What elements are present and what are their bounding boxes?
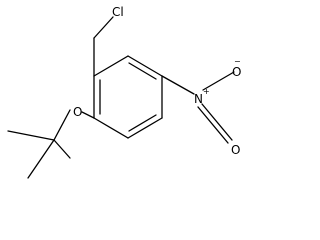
nitro-oxygen-top-label: O (232, 65, 241, 79)
tert-butoxy-group: O (7, 105, 95, 179)
nitro-nitrogen-charge: + (203, 87, 210, 96)
ring-bond-c3-c4 (127, 117, 163, 139)
nitro-nitrogen-label: N (194, 92, 203, 106)
nitro-oxygen-bottom-label: O (231, 143, 240, 157)
bond-tbu-methyl-right (53, 139, 71, 159)
chlorine-atom-label: Cl (112, 5, 124, 19)
bond-ring-oxygen (81, 111, 95, 119)
bond-nitrogen-oxygen-bottom-b (197, 106, 229, 144)
chloromethyl-group: Cl (93, 5, 124, 77)
bond-nitrogen-oxygen-top (202, 71, 235, 91)
bond-tbu-methyl-left (7, 130, 55, 141)
bond-oxygen-quaternary-carbon (53, 109, 71, 141)
bond-tbu-methyl-bottom (27, 139, 55, 179)
ring-double-bond-c3-c4 (128, 114, 157, 132)
ring-bond-c1-c2 (127, 55, 163, 77)
bond-ch2-cl (93, 16, 114, 39)
bond-ring-nitrogen (161, 75, 195, 95)
chemical-structure-diagram: Cl O N + O − O (7, 5, 241, 179)
ring-bond-c6-c1 (93, 55, 129, 77)
ring-bond-c4-c5 (93, 117, 129, 139)
bond-nitrogen-oxygen-bottom-a (201, 103, 233, 141)
ether-oxygen-label: O (73, 105, 82, 119)
nitro-group: N + O − O (161, 57, 241, 157)
nitro-oxygen-top-charge: − (234, 57, 241, 66)
benzene-ring (93, 55, 163, 139)
ring-double-bond-c1-c2 (128, 62, 157, 80)
